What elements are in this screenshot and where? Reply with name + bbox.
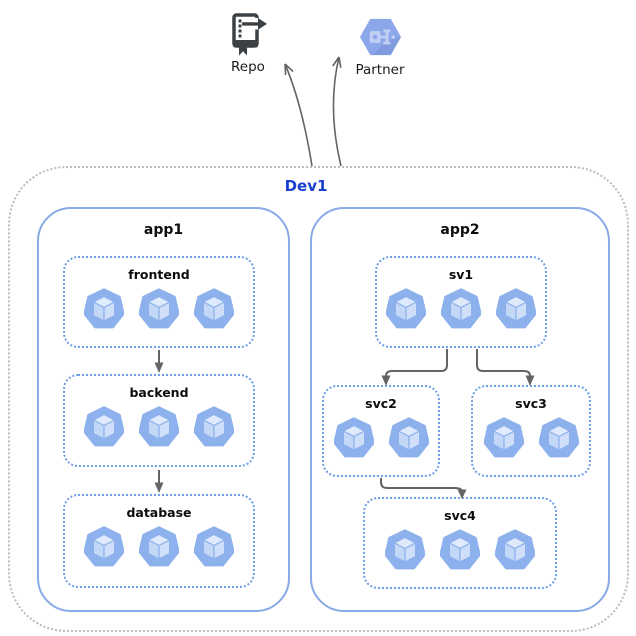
backend-label: backend (129, 385, 189, 400)
svc2-label: svc2 (365, 396, 397, 411)
frontend-label: frontend (128, 267, 190, 282)
pod-icon (139, 526, 179, 568)
pod-icon (84, 288, 124, 330)
pod-icon (389, 417, 429, 459)
service-box-svc2: svc2 (322, 385, 440, 477)
pod-icon (139, 406, 179, 448)
svc4-label: svc4 (444, 508, 476, 523)
backend-pods (84, 406, 234, 448)
sv1-pods (386, 288, 536, 330)
svc4-pods (385, 529, 535, 571)
repo-book-arrow-icon (232, 13, 267, 56)
service-box-svc3: svc3 (471, 385, 591, 477)
partner-hexagon-icon (359, 18, 401, 56)
repo-label: Repo (231, 59, 265, 75)
frontend-pods (84, 288, 234, 330)
service-box-svc4: svc4 (363, 497, 557, 589)
external-node-partner: Partner (338, 15, 422, 78)
svc2-pods (334, 417, 429, 459)
pod-icon (84, 526, 124, 568)
pod-icon (385, 529, 425, 571)
partner-label: Partner (355, 62, 405, 78)
database-pods (84, 526, 234, 568)
database-label: database (126, 505, 192, 520)
external-node-repo: Repo (206, 10, 290, 75)
pod-icon (484, 417, 524, 459)
pod-icon (441, 288, 481, 330)
environment-label: Dev1 (284, 177, 328, 195)
pod-icon (194, 526, 234, 568)
service-box-database: database (63, 494, 255, 588)
pod-icon (84, 406, 124, 448)
pod-icon (495, 529, 535, 571)
pod-icon (194, 406, 234, 448)
svc3-label: svc3 (515, 396, 547, 411)
service-box-backend: backend (63, 374, 255, 467)
edge-dev1-repo (284, 63, 313, 167)
pod-icon (386, 288, 426, 330)
svc3-pods (484, 417, 579, 459)
pod-icon (496, 288, 536, 330)
service-box-sv1: sv1 (375, 256, 547, 348)
pod-icon (194, 288, 234, 330)
app2-label: app2 (440, 222, 480, 238)
pod-icon (440, 529, 480, 571)
pod-icon (539, 417, 579, 459)
app1-label: app1 (143, 222, 184, 238)
sv1-label: sv1 (448, 267, 474, 282)
service-box-frontend: frontend (63, 256, 255, 348)
pod-icon (139, 288, 179, 330)
pod-icon (334, 417, 374, 459)
